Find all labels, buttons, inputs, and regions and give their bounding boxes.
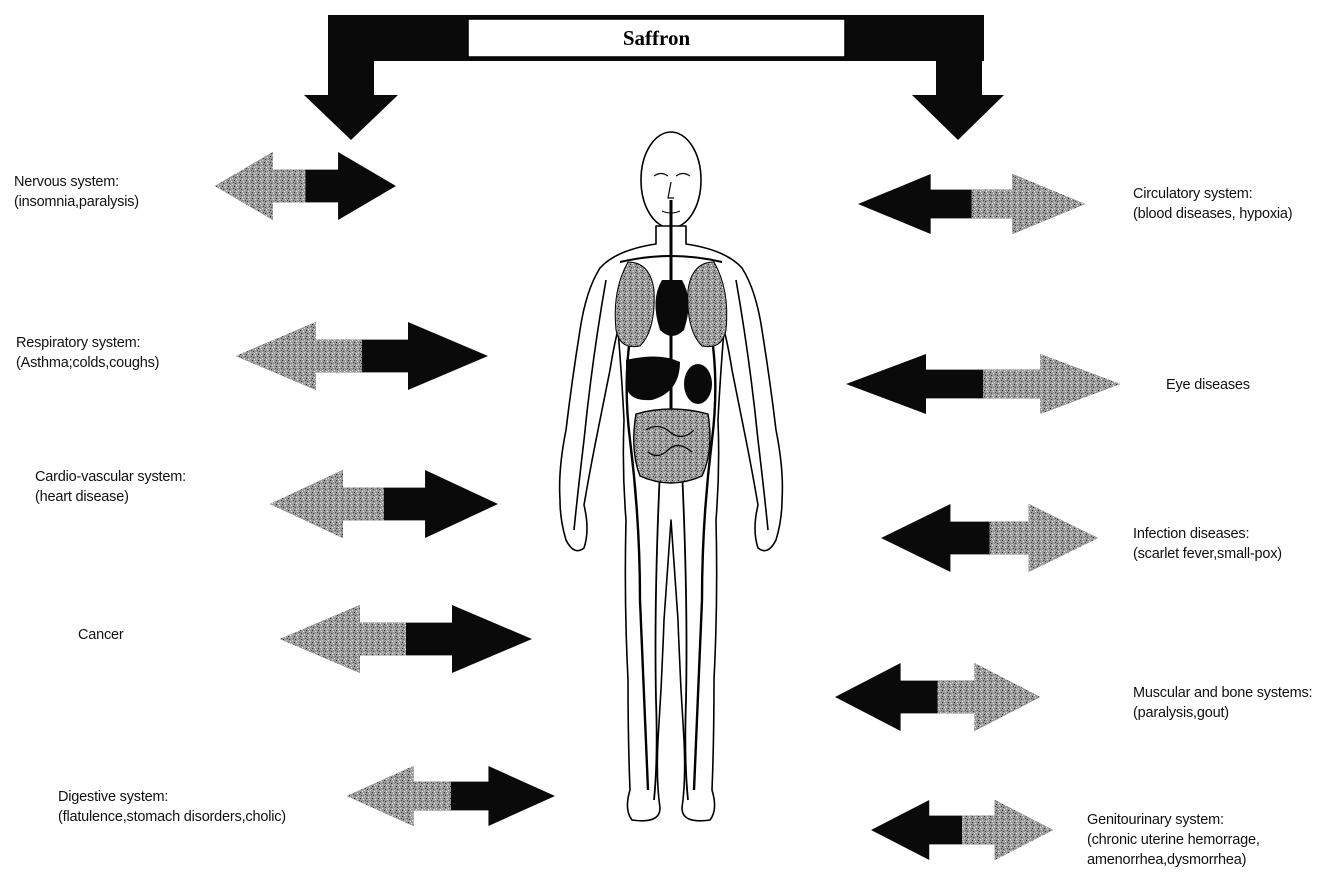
- label-nervous-detail: (insomnia,paralysis): [14, 192, 139, 212]
- arrow-cancer: [280, 605, 532, 673]
- heart: [655, 280, 688, 336]
- label-cardio-detail: (heart disease): [35, 487, 186, 507]
- label-genitourinary-detail2: amenorrhea,dysmorrhea): [1087, 850, 1260, 870]
- label-muscular-bone-systems: Muscular and bone systems: (paralysis,go…: [1133, 683, 1312, 723]
- label-infection-detail: (scarlet fever,small-pox): [1133, 544, 1282, 564]
- label-respiratory-name: Respiratory system:: [16, 333, 159, 353]
- intestines: [634, 409, 710, 483]
- label-digestive-detail: (flatulence,stomach disorders,cholic): [58, 807, 286, 827]
- label-circulatory-name: Circulatory system:: [1133, 184, 1292, 204]
- label-circulatory-detail: (blood diseases, hypoxia): [1133, 204, 1292, 224]
- arrow-respiratory: [236, 322, 488, 390]
- label-digestive-name: Digestive system:: [58, 787, 286, 807]
- arrow-infection: [881, 504, 1098, 572]
- label-genitourinary-system: Genitourinary system: (chronic uterine h…: [1087, 810, 1260, 870]
- label-infection-diseases: Infection diseases: (scarlet fever,small…: [1133, 524, 1282, 564]
- arrow-muscular-bone: [835, 663, 1040, 731]
- arrow-circulatory: [858, 174, 1085, 234]
- label-genitourinary-name: Genitourinary system:: [1087, 810, 1260, 830]
- label-cardio-name: Cardio-vascular system:: [35, 467, 186, 487]
- arrow-nervous: [215, 152, 396, 220]
- label-muscular-detail: (paralysis,gout): [1133, 703, 1312, 723]
- label-cardio-vascular-system: Cardio-vascular system: (heart disease): [35, 467, 186, 507]
- arrow-cardio-vascular: [270, 470, 498, 538]
- label-eye-name: Eye diseases: [1166, 375, 1250, 395]
- label-circulatory-system: Circulatory system: (blood diseases, hyp…: [1133, 184, 1292, 224]
- label-respiratory-system: Respiratory system: (Asthma;colds,coughs…: [16, 333, 159, 373]
- arrow-eye: [846, 354, 1120, 414]
- label-nervous-name: Nervous system:: [14, 172, 139, 192]
- label-nervous-system: Nervous system: (insomnia,paralysis): [14, 172, 139, 212]
- label-respiratory-detail: (Asthma;colds,coughs): [16, 353, 159, 373]
- title-saffron: Saffron: [468, 19, 845, 57]
- label-cancer: Cancer: [78, 625, 124, 645]
- label-infection-name: Infection diseases:: [1133, 524, 1282, 544]
- label-muscular-name: Muscular and bone systems:: [1133, 683, 1312, 703]
- label-genitourinary-detail: (chronic uterine hemorrage,: [1087, 830, 1260, 850]
- arrow-genitourinary: [871, 800, 1053, 860]
- label-digestive-system: Digestive system: (flatulence,stomach di…: [58, 787, 286, 827]
- label-eye-diseases: Eye diseases: [1166, 375, 1250, 395]
- label-cancer-name: Cancer: [78, 625, 124, 645]
- arrow-digestive: [347, 766, 555, 826]
- stomach: [684, 364, 712, 404]
